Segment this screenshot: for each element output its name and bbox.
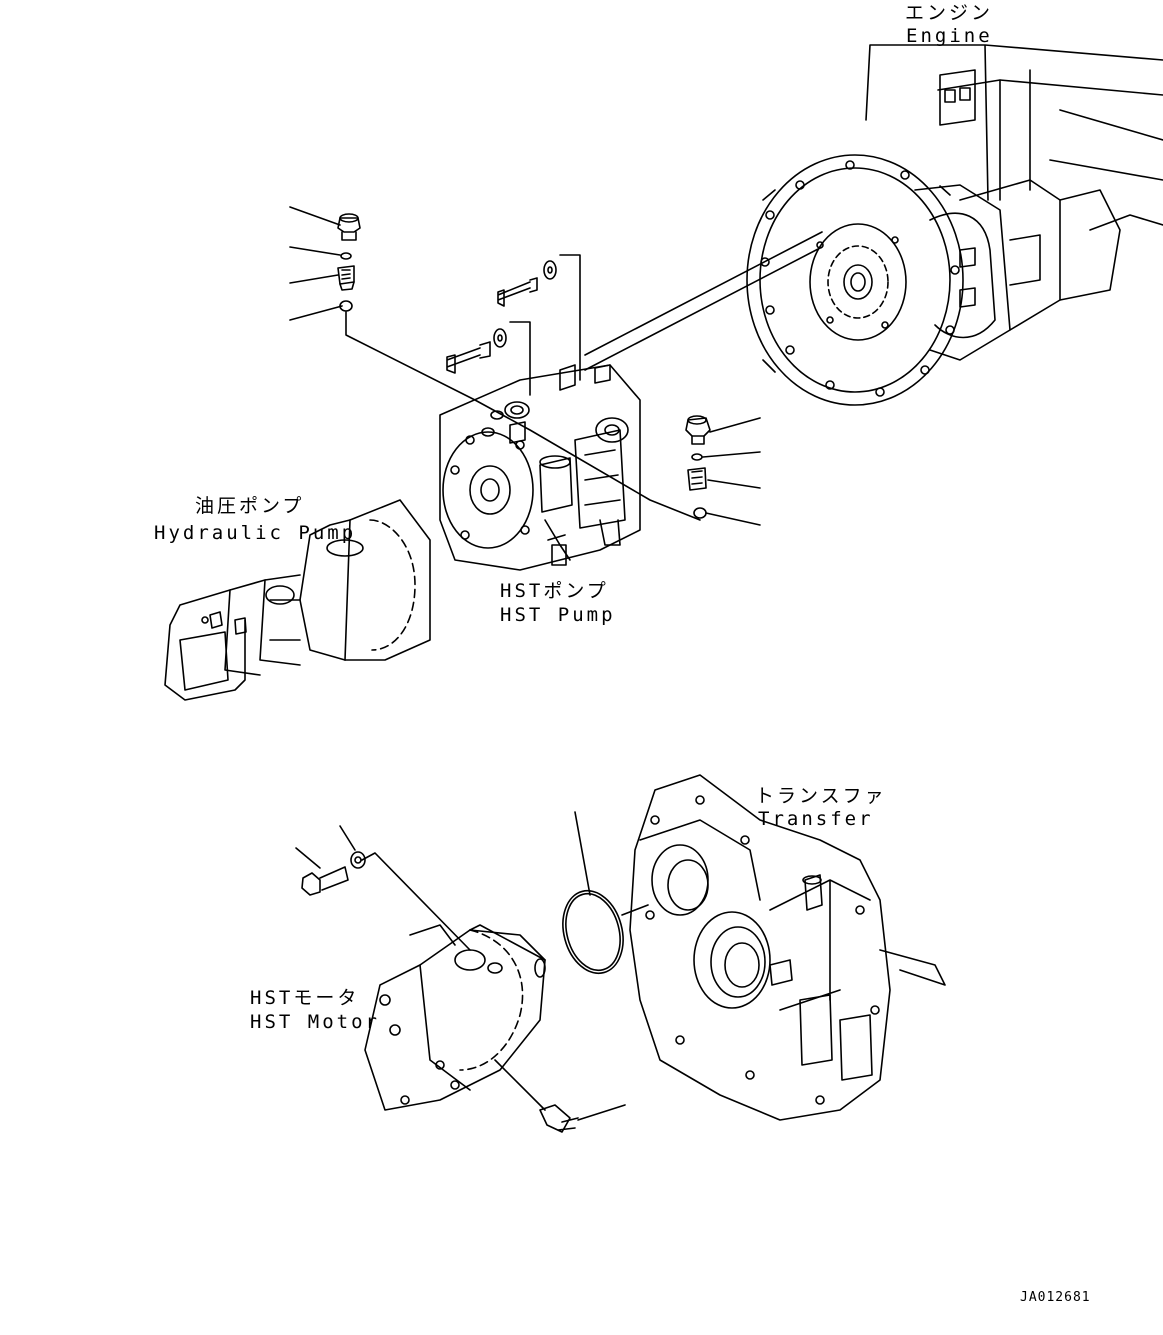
- hydraulic-pump-label-ja: 油圧ポンプ: [195, 495, 305, 517]
- engine-assembly: [746, 44, 1163, 406]
- fittings-right: [685, 415, 761, 526]
- engine-label-ja: エンジン: [905, 2, 994, 24]
- drawing-code: JA012681: [1020, 1290, 1091, 1305]
- hst-pump: [439, 364, 641, 571]
- hst-pump-bolts: [446, 254, 581, 396]
- fittings-left: [289, 206, 701, 521]
- hst-motor-label-en: HST Motor: [250, 1011, 380, 1033]
- transfer-label-en: Transfer: [758, 808, 874, 830]
- alignment-line-engine: [584, 231, 823, 371]
- engine-label-en: Engine: [906, 25, 993, 47]
- hydraulic-pump-label-en: Hydraulic Pump: [154, 522, 357, 544]
- o-ring: [562, 811, 649, 975]
- hydraulic-pump: [164, 499, 431, 701]
- transfer-case: [629, 774, 946, 1121]
- transfer-label-ja: トランスファ: [755, 785, 887, 807]
- hst-pump-label-en: HST Pump: [500, 604, 616, 626]
- hst-pump-label-ja: HSTポンプ: [500, 580, 609, 602]
- hst-motor: [364, 924, 626, 1133]
- hst-motor-label-ja: HSTモータ: [250, 987, 360, 1009]
- hst-motor-bolts: [295, 825, 471, 951]
